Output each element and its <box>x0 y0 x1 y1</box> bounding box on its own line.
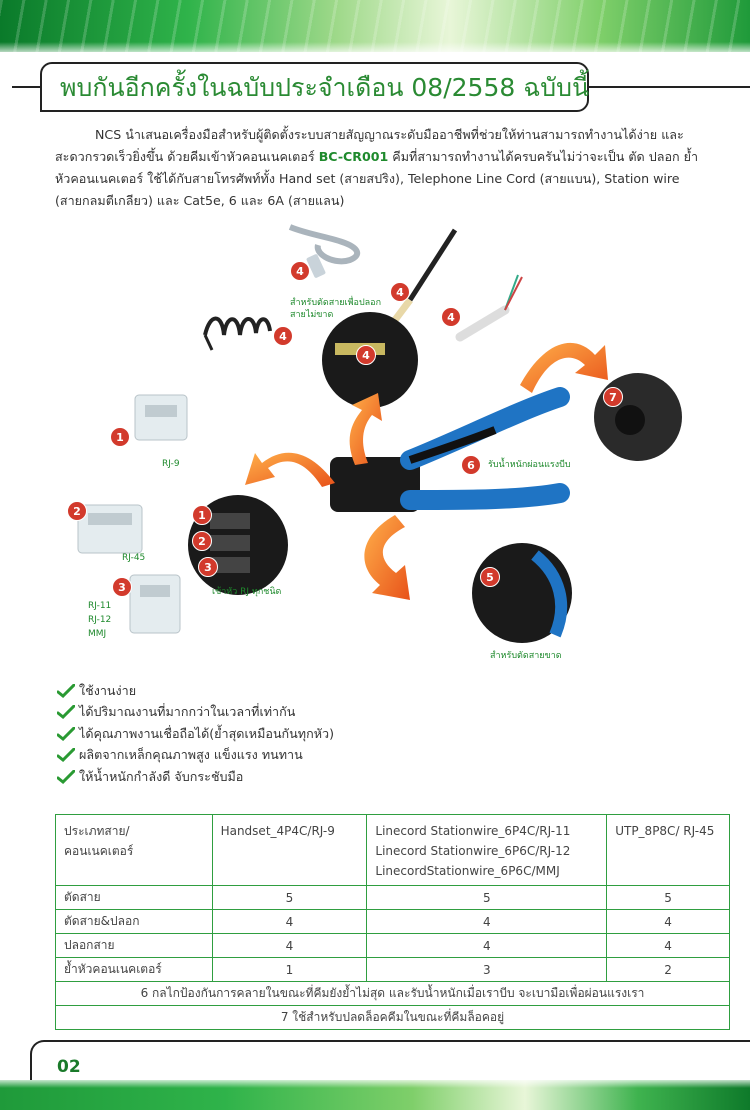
feature-item: ได้คุณภาพงานเชื่อถือได้(ย้ำสุดเหมือนกันท… <box>57 723 457 745</box>
header-type: ประเภทสาย/คอนเนคเตอร์ <box>55 814 213 886</box>
table-row: ตัดสาย&ปลอก 4 4 4 <box>55 909 730 934</box>
badge-4-coiled: 4 <box>273 326 293 346</box>
feature-item: ผลิตจากเหล็กคุณภาพสูง แข็งแรง ทนทาน <box>57 745 457 767</box>
arrow-to-cut <box>364 515 410 600</box>
model-name: BC-CR001 <box>318 149 389 164</box>
table-note-row: 7 ใช้สำหรับปลดล็อคคีมในขณะที่คีมล็อคอยู่ <box>55 1005 730 1030</box>
header-utp: UTP_8P8C/ RJ-45 <box>606 814 730 886</box>
feature-text: ได้ปริมาณงานที่มากกว่าในเวลาที่เท่ากัน <box>79 704 296 720</box>
badge-1-die: 1 <box>192 505 212 525</box>
feature-item: ใช้งานง่าย <box>57 680 457 702</box>
table-row: ย้ำหัวคอนเนคเตอร์ 1 3 2 <box>55 957 730 982</box>
table-row: ตัดสาย 5 5 5 <box>55 885 730 910</box>
feature-text: ผลิตจากเหล็กคุณภาพสูง แข็งแรง ทนทาน <box>79 747 303 763</box>
table-header-row: ประเภทสาย/คอนเนคเตอร์ Handset_4P4C/RJ-9 … <box>55 814 730 886</box>
title-frame <box>12 62 750 112</box>
intro-paragraph: NCS นำเสนอเครื่องมือสำหรับผู้ติดตั้งระบบ… <box>55 124 705 212</box>
rj9-label: RJ-9 <box>162 459 180 469</box>
check-icon <box>57 748 75 763</box>
badge-4-strip: 4 <box>356 345 376 365</box>
strip-label-line1: สำหรับตัดสายเพื่อปลอก <box>290 298 382 308</box>
footer-frame <box>30 1040 750 1082</box>
page-title: พบกันอีกครั้งในฉบับประจำเดือน 08/2558 ฉบ… <box>60 73 590 102</box>
table-row: ปลอกสาย 4 4 4 <box>55 933 730 958</box>
crimping-tool-image <box>330 387 570 512</box>
diagram-graphics <box>77 224 682 643</box>
pressure-label: รับน้ำหนักผ่อนแรงบีบ <box>488 460 571 470</box>
release-lever-closeup <box>594 373 682 461</box>
check-icon <box>57 705 75 720</box>
rj9-connector-image <box>134 394 188 441</box>
top-banner <box>0 0 750 52</box>
badge-4-station-wire: 4 <box>390 282 410 302</box>
arrow-to-strip <box>349 393 382 465</box>
badge-5: 5 <box>480 567 500 587</box>
badge-4-flat-cord: 4 <box>290 261 310 281</box>
badge-3-rj11: 3 <box>112 577 132 597</box>
feature-item: ได้ปริมาณงานที่มากกว่าในเวลาที่เท่ากัน <box>57 702 457 724</box>
feature-item: ให้น้ำหนักกำลังดี จับกระชับมือ <box>57 766 457 788</box>
arrow-to-die <box>245 452 335 487</box>
intro-text-after: คีมที่สามารถทำงานได้ครบครันไม่ว่าจะเป็น … <box>55 149 699 208</box>
cut-label: สำหรับตัดสายขาด <box>490 651 562 661</box>
mmj-label: MMJ <box>88 629 107 639</box>
table-note-row: 6 กลไกป้องกันการคลายในขณะที่คีมยังย้ำไม่… <box>55 981 730 1006</box>
header-handset: Handset_4P4C/RJ-9 <box>211 814 368 886</box>
check-icon <box>57 769 75 784</box>
badge-3-die: 3 <box>198 557 218 577</box>
badge-6: 6 <box>461 455 481 475</box>
coiled-cord-image <box>203 316 272 351</box>
rj12-label: RJ-12 <box>88 615 112 625</box>
rj45-label: RJ-45 <box>122 553 146 563</box>
spec-table: ประเภทสาย/คอนเนคเตอร์ Handset_4P4C/RJ-9 … <box>55 814 730 1030</box>
intro-text-before: NCS นำเสนอเครื่องมือสำหรับผู้ติดตั้งระบบ… <box>55 127 684 164</box>
badge-2-rj45: 2 <box>67 501 87 521</box>
page-number: 02 <box>57 1057 81 1077</box>
arrow-to-release <box>520 342 608 393</box>
station-wire-image <box>392 228 458 323</box>
crimp-all-label: เข้าหัว RJ ทุกชนิด <box>212 587 282 597</box>
rj45-connector-image <box>77 504 143 554</box>
feature-text: ใช้งานง่าย <box>79 682 137 698</box>
lan-cable-image <box>455 274 523 342</box>
badge-2-die: 2 <box>192 531 212 551</box>
badge-1-rj9: 1 <box>110 427 130 447</box>
badge-7: 7 <box>603 387 623 407</box>
badge-4-lan: 4 <box>441 307 461 327</box>
product-diagram: 4 4 4 4 4 1 1 2 3 2 3 6 7 5 สำหรับตัดสาย… <box>0 215 750 675</box>
feature-list: ใช้งานง่าย ได้ปริมาณงานที่มากกว่าในเวลาท… <box>57 680 457 788</box>
strip-label-line2: สายไม่ขาด <box>290 310 334 320</box>
rj11-label: RJ-11 <box>88 601 112 611</box>
flat-line-cord-image <box>288 224 361 278</box>
bottom-banner <box>0 1080 750 1110</box>
check-icon <box>57 683 75 698</box>
feature-text: ได้คุณภาพงานเชื่อถือได้(ย้ำสุดเหมือนกันท… <box>79 725 334 741</box>
check-icon <box>57 726 75 741</box>
feature-text: ให้น้ำหนักกำลังดี จับกระชับมือ <box>79 768 244 784</box>
rj11-connector-image <box>129 574 181 634</box>
cut-blade-closeup <box>472 543 572 643</box>
